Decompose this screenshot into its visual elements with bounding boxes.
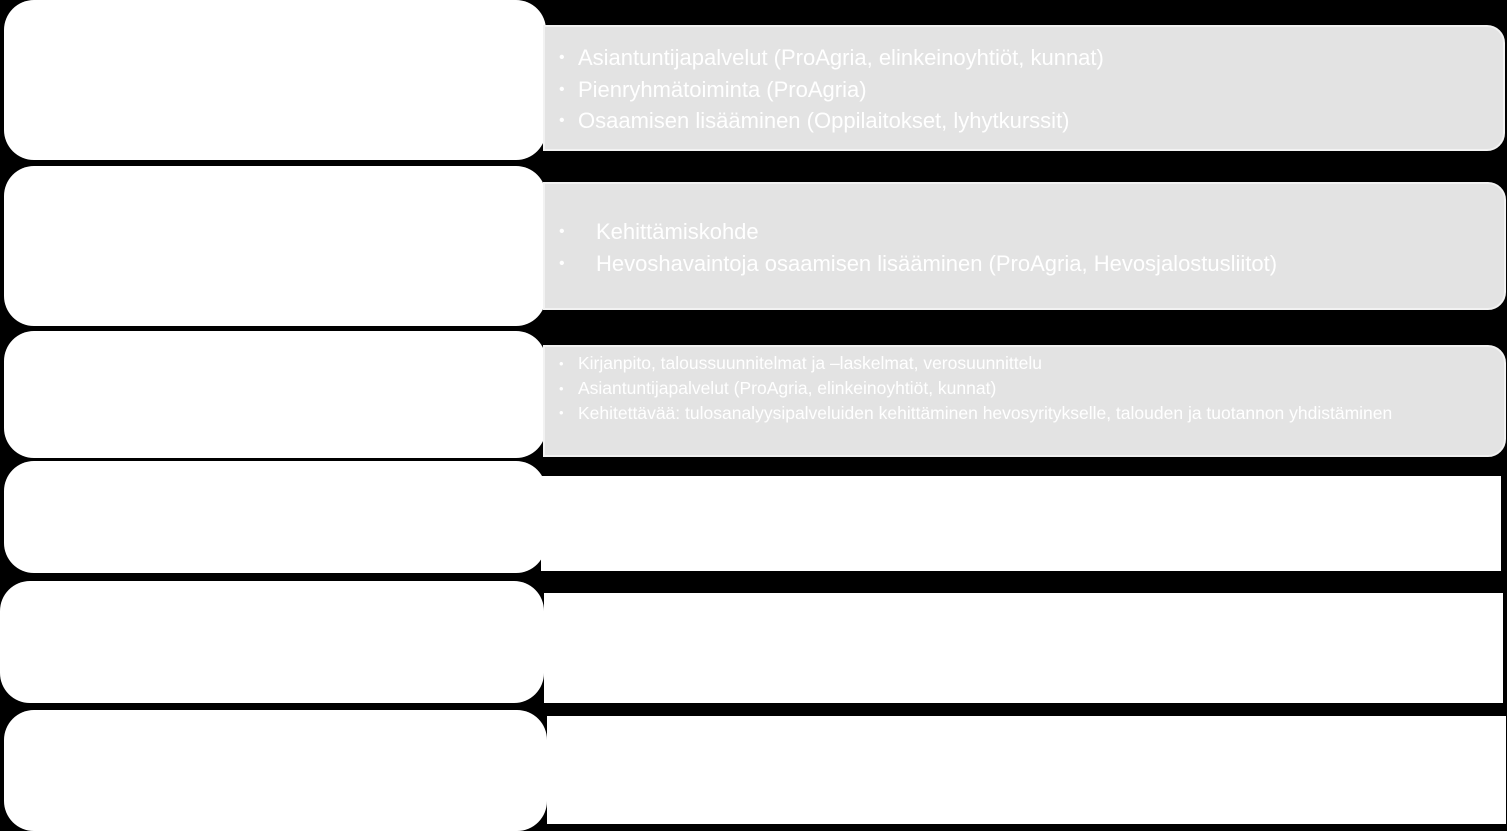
row-6-label-box	[4, 710, 547, 831]
row-6-content-box	[547, 716, 1506, 824]
row-1-item-3: • Osaamisen lisääminen (Oppilaitokset, ly…	[559, 105, 1503, 137]
row-3-bullet-list: • Kirjanpito, taloussuunnitelmat ja –lask…	[545, 347, 1504, 425]
row-2-label-box	[4, 166, 546, 326]
row-3-item-2-text: Asiantuntijapalvelut (ProAgria, elinkein…	[578, 378, 997, 398]
bullet-icon: •	[559, 381, 564, 396]
row-1-item-2-text: Pienryhmätoiminta (ProAgria)	[578, 76, 867, 102]
row-3-item-1: • Kirjanpito, taloussuunnitelmat ja –lask…	[559, 351, 1504, 376]
bullet-icon: •	[559, 49, 565, 66]
row-1-item-2: • Pienryhmätoiminta (ProAgria)	[559, 74, 1503, 106]
row-3-item-3: • Kehitettävää: tulosanalyysipalveluiden …	[559, 401, 1438, 425]
row-3-item-3-text: Kehitettävää: tulosanalyysipalveluiden k…	[578, 403, 1393, 423]
row-5-label-box	[0, 581, 544, 703]
row-3-label-box	[4, 331, 546, 458]
row-1-item-1: • Asiantuntijapalvelut (ProAgria, elinkei…	[559, 42, 1503, 74]
bullet-icon: •	[559, 112, 565, 129]
row-2-item-1: • Kehittämiskohde	[559, 216, 1504, 248]
bullet-icon: •	[559, 405, 564, 420]
row-4-content-box	[541, 476, 1501, 571]
bullet-icon: •	[559, 255, 565, 272]
row-5-content-box	[544, 593, 1503, 703]
row-2-item-2-text: Hevoshavaintoja osaamisen lisääminen (Pr…	[596, 251, 1278, 276]
bullet-icon: •	[559, 223, 565, 240]
row-1-bullet-list: • Asiantuntijapalvelut (ProAgria, elinkei…	[545, 27, 1503, 137]
row-1-item-3-text: Osaamisen lisääminen (Oppilaitokset, lyh…	[578, 108, 1070, 133]
row-2-bullet-list: • Kehittämiskohde • Hevoshavaintoja osaami…	[545, 184, 1504, 280]
bullet-icon: •	[559, 356, 564, 371]
row-2-content-box: • Kehittämiskohde • Hevoshavaintoja osaami…	[543, 182, 1506, 310]
row-1-label-box	[4, 0, 546, 160]
row-3-item-1-text: Kirjanpito, taloussuunnitelmat ja –laske…	[578, 353, 1043, 373]
bullet-icon: •	[559, 80, 565, 98]
row-3-content-box: • Kirjanpito, taloussuunnitelmat ja –lask…	[543, 345, 1506, 457]
row-3-item-2: • Asiantuntijapalvelut (ProAgria, elinkei…	[559, 376, 1504, 401]
row-1-item-1-text: Asiantuntijapalvelut (ProAgria, elinkein…	[578, 45, 1104, 70]
row-1-content-box: • Asiantuntijapalvelut (ProAgria, elinkei…	[543, 25, 1505, 151]
row-2-item-2: • Hevoshavaintoja osaamisen lisääminen (P…	[559, 248, 1504, 280]
row-4-label-box	[4, 461, 546, 573]
row-2-item-1-text: Kehittämiskohde	[596, 219, 759, 244]
